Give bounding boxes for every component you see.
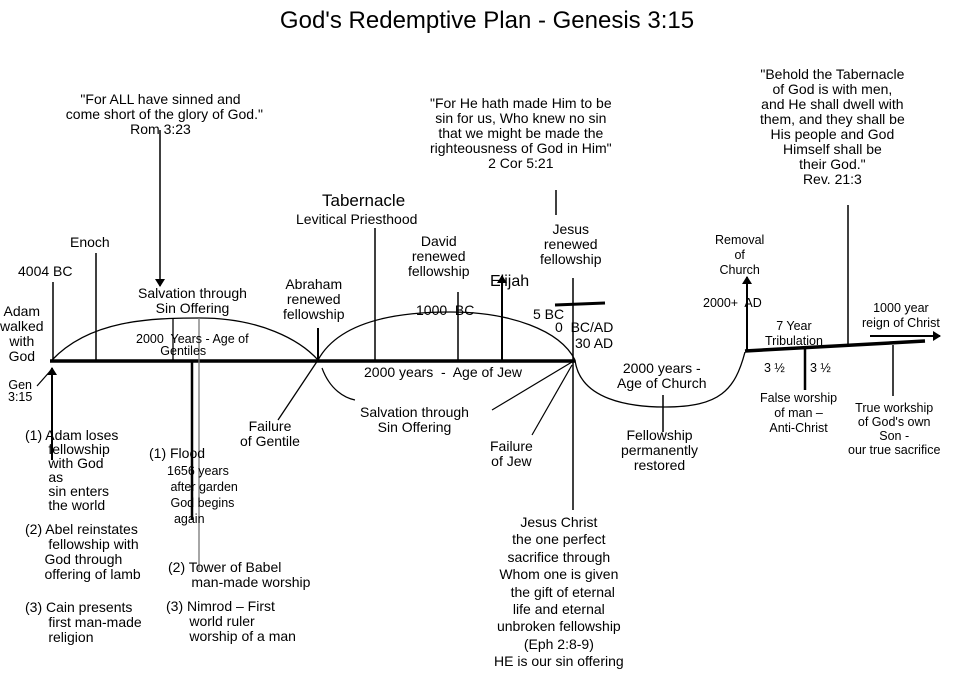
cross-bar <box>554 301 606 307</box>
failure-jew-connector <box>531 364 573 436</box>
jew-arc <box>317 311 576 361</box>
label-true-worship: True workship of God's own Son - our tru… <box>848 401 941 457</box>
label-removal: Removal of Church <box>715 233 765 277</box>
label-age-jew: 2000 years - Age of Jew <box>364 364 522 380</box>
label-jesus-christ: Jesus Christ the one perfect sacrifice t… <box>494 514 624 670</box>
note-babel: (2) Tower of Babel man-made worship <box>168 559 311 590</box>
label-abraham: Abraham renewed fellowship <box>283 276 345 322</box>
label-gen315: Gen 3:15 <box>8 378 33 404</box>
label-failure-gentile: Failure of Gentile <box>240 418 300 449</box>
church-curve <box>574 351 746 408</box>
label-age-church: 2000 years - Age of Church <box>617 360 707 391</box>
label-5bc: 5 BC <box>533 306 565 322</box>
failure-gentile-connector <box>277 359 319 421</box>
note-cain: (3) Cain presents first man-made religio… <box>25 599 142 645</box>
quote-rom: "For ALL have sinned and come short of t… <box>65 91 263 137</box>
gentile-arc <box>51 317 319 361</box>
label-2000ad: 2000+ AD <box>703 296 762 310</box>
label-tabernacle: Tabernacle <box>322 191 406 210</box>
label-salvation1: Salvation through Sin Offering <box>138 285 247 316</box>
label-failure-jew: Failure of Jew <box>490 438 533 469</box>
label-30ad: 30 AD <box>575 335 614 351</box>
gen-connector <box>36 368 53 387</box>
label-elijah: Elijah <box>490 273 530 290</box>
label-enoch: Enoch <box>70 234 110 250</box>
note-nimrod: (3) Nimrod – First world ruler worship o… <box>166 598 296 644</box>
label-jesus-renewed: Jesus renewed fellowship <box>540 221 602 267</box>
quote-cor: "For He hath made Him to be sin for us, … <box>430 95 612 171</box>
label-1000bc: 1000 BC <box>416 302 475 318</box>
note-abel: (2) Abel reinstates fellowship with God … <box>25 521 141 582</box>
salvation2-connector <box>491 361 573 411</box>
label-bcad: 0 BC/AD <box>555 319 614 335</box>
label-age-gentiles: 2000 Years - Age of Gentiles <box>136 332 249 358</box>
future-timeline <box>744 339 926 353</box>
label-fellowship-restored: Fellowship permanently restored <box>621 427 699 473</box>
label-reign: 1000 year reign of Christ <box>862 301 940 330</box>
label-salvation2: Salvation through Sin Offering <box>360 404 469 435</box>
label-david: David renewed fellowship <box>408 233 470 279</box>
page-title: God's Redemptive Plan - Genesis 3:15 <box>279 7 695 34</box>
label-tribulation: 7 Year Tribulation <box>765 319 823 348</box>
label-levitical: Levitical Priesthood <box>296 211 418 227</box>
quote-rev: "Behold the Tabernacle of God is with me… <box>760 66 905 187</box>
label-false-worship: False worship of man – Anti-Christ <box>760 391 838 435</box>
note-adam: (1) Adam loses fellowship with God as si… <box>25 427 119 513</box>
note-flood-detail: 1656 years after garden God begins again <box>167 464 238 526</box>
label-adam-walked: Adam walked with God <box>0 303 44 364</box>
label-half2: 3 ½ <box>810 361 831 375</box>
label-half1: 3 ½ <box>764 361 785 375</box>
label-4004bc: 4004 BC <box>18 263 73 279</box>
note-flood: (1) Flood <box>149 445 206 461</box>
salvation2-bracket <box>321 367 356 401</box>
